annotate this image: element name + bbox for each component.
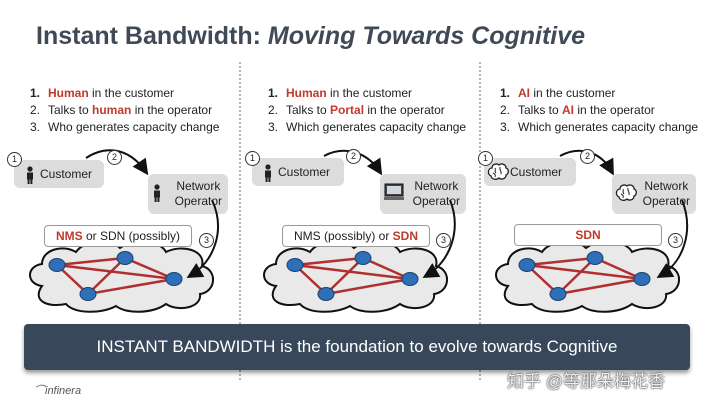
infinera-logo-icon: ⌒ [34,385,45,397]
step-2-badge: 2 [346,149,361,164]
capacity-mechanism-box: NMS or SDN (possibly) [44,225,192,247]
step-1-badge: 1 [245,151,260,166]
customer-box: Customer [252,158,344,186]
title-italic: Moving Towards Cognitive [267,22,586,50]
list-item: 3.Which generates capacity change [268,120,467,134]
network-graph [48,251,183,301]
list-item: 1.AI in the customer [500,86,616,100]
network-graph [286,251,419,301]
capacity-mechanism-box: NMS (possibly) or SDN [282,225,430,247]
list-item: 3.Who generates capacity change [30,120,220,134]
step-3-badge: 3 [668,233,683,248]
step-2-badge: 2 [107,150,122,165]
step-3-arrow [186,199,219,279]
list-item: 2.Talks to Portal in the operator [268,103,445,117]
step-3-arrow [656,199,689,279]
page-title: Instant Bandwidth: Moving Towards Cognit… [36,22,585,51]
step-1-badge: 1 [7,152,22,167]
customer-box: Customer [14,160,104,188]
person-icon [154,184,160,202]
panel-2-list: 1.Human in the customer 2.Talks to Porta… [268,85,466,136]
step-3-arrow [422,199,456,279]
step-3-badge: 3 [436,233,451,248]
person-icon [27,166,33,184]
summary-banner: INSTANT BANDWIDTH is the foundation to e… [24,324,690,370]
customer-box: Customer [484,158,576,186]
list-item: 1.Human in the customer [268,86,413,100]
brain-icon [615,184,637,201]
infinera-logo: ⌒infinera [34,385,82,397]
panel-divider [479,62,481,380]
panel-1-list: 1.Human in the customer 2.Talks to human… [30,85,219,136]
watermark: 知乎 @等那朵梅花香 [507,372,665,391]
list-item: 1.Human in the customer [30,86,175,100]
title-main: Instant Bandwidth: [36,22,268,50]
brain-icon [487,163,509,180]
panel-3-list: 1.AI in the customer 2.Talks to AI in th… [500,85,698,136]
network-graph [518,251,651,301]
step-3-badge: 3 [199,233,214,248]
step-2-badge: 2 [580,149,595,164]
list-item: 2.Talks to AI in the operator [500,103,655,117]
capacity-mechanism-box: SDN [514,224,662,246]
person-icon [265,164,271,182]
panel-divider [239,62,241,380]
step-1-badge: 1 [478,151,493,166]
list-item: 2.Talks to human in the operator [30,103,213,117]
computer-icon [384,183,404,200]
list-item: 3.Which generates capacity change [500,120,699,134]
